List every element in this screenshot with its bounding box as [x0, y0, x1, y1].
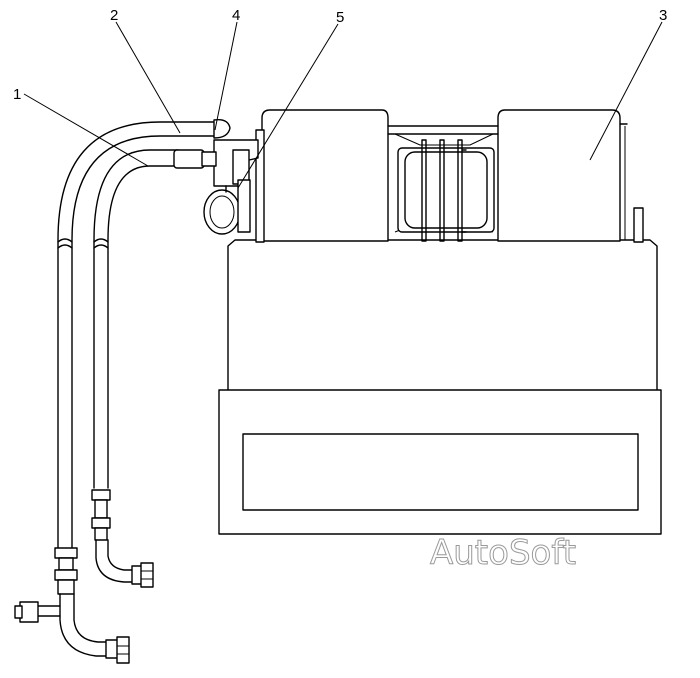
leader-lines — [23, 21, 663, 189]
callout-1: 1 — [13, 86, 21, 103]
callout-3: 3 — [659, 7, 667, 24]
hose-inner — [91, 149, 217, 588]
valve-fitting-assembly — [203, 139, 259, 235]
watermark-text: AutoSoft — [430, 533, 576, 573]
callout-4: 4 — [232, 7, 240, 24]
callout-5: 5 — [336, 9, 344, 26]
blower-fan-unit — [255, 109, 644, 243]
heater-housing — [218, 239, 662, 535]
callout-2: 2 — [110, 7, 118, 24]
air-outlet-grille — [242, 433, 639, 511]
hose-outer — [14, 118, 231, 664]
